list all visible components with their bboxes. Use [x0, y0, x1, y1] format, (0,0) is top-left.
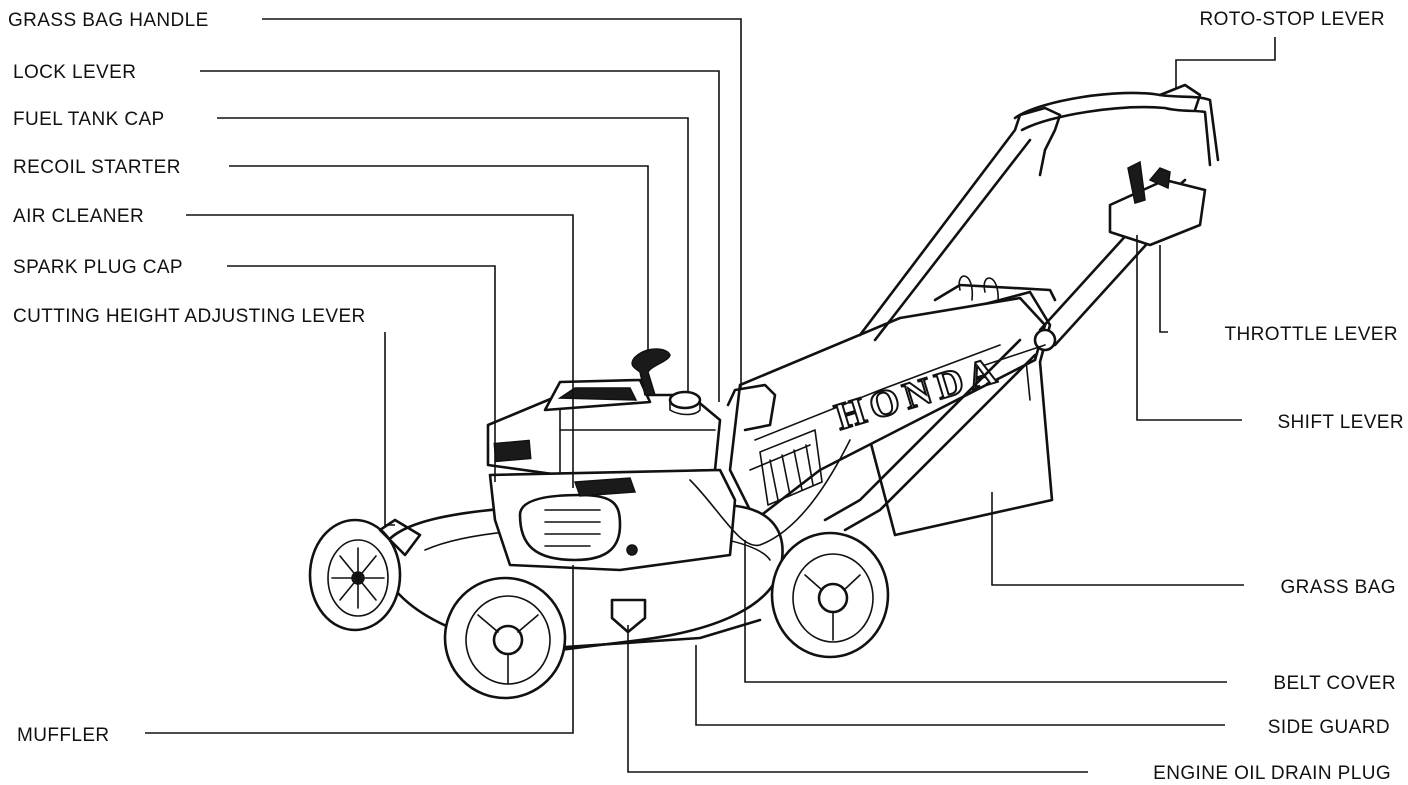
- handle-assembly: [823, 83, 1220, 532]
- leader-belt-cover: [744, 540, 1227, 683]
- leader-oil-drain-plug: [627, 625, 1088, 773]
- lawn-mower-illustration: HONDA: [308, 83, 1220, 700]
- bag-rails: [933, 275, 1057, 303]
- leader-side-guard: [695, 645, 1225, 726]
- leader-fuel-tank-cap: [217, 117, 689, 393]
- fuel-cap: [668, 390, 702, 410]
- leader-recoil-starter: [229, 165, 649, 352]
- label-grass-bag-handle: GRASS BAG HANDLE: [8, 10, 209, 31]
- leader-lock-lever: [200, 70, 720, 402]
- height-adjuster: [378, 518, 422, 557]
- leader-shift-lever: [1136, 235, 1242, 421]
- recoil-starter-handle: [631, 348, 671, 396]
- front-right-wheel: [443, 576, 567, 700]
- label-lock-lever: LOCK LEVER: [13, 62, 136, 83]
- leader-throttle-lever: [1159, 245, 1168, 333]
- label-side-guard: SIDE GUARD: [1268, 717, 1390, 738]
- leader-grass-bag-handle: [262, 18, 742, 388]
- label-air-cleaner: AIR CLEANER: [13, 206, 144, 227]
- leader-air-cleaner: [186, 214, 574, 488]
- grass-bag-handle-loop: [726, 383, 777, 432]
- label-fuel-tank-cap: FUEL TANK CAP: [13, 109, 165, 130]
- label-belt-cover: BELT COVER: [1273, 673, 1396, 694]
- vent-grille: [759, 429, 823, 506]
- label-grass-bag: GRASS BAG: [1280, 577, 1396, 598]
- label-spark-plug-cap: SPARK PLUG CAP: [13, 257, 183, 278]
- engine: [486, 348, 737, 572]
- rear-wheel: [770, 531, 890, 659]
- label-engine-oil-drain-plug: ENGINE OIL DRAIN PLUG: [1153, 763, 1391, 784]
- label-roto-stop-lever: ROTO-STOP LEVER: [1200, 9, 1386, 30]
- leader-muffler: [145, 565, 574, 734]
- leader-cutting-height: [384, 332, 395, 526]
- label-shift-lever: SHIFT LEVER: [1277, 412, 1404, 433]
- label-throttle-lever: THROTTLE LEVER: [1225, 324, 1398, 345]
- leader-grass-bag: [991, 492, 1244, 586]
- front-left-wheel: [308, 518, 402, 632]
- muffler-body: [518, 493, 622, 562]
- drain-plug-shield: [610, 598, 647, 634]
- control-box: [1108, 178, 1207, 247]
- label-recoil-starter: RECOIL STARTER: [13, 157, 181, 178]
- label-muffler: MUFFLER: [17, 725, 110, 746]
- leader-lines: [145, 18, 1276, 773]
- control-cable: [689, 439, 851, 547]
- leader-spark-plug-cap: [227, 265, 496, 482]
- label-cutting-height-adjusting-lever: CUTTING HEIGHT ADJUSTING LEVER: [13, 306, 366, 327]
- part-labels: GRASS BAG HANDLE LOCK LEVER FUEL TANK CA…: [8, 9, 1404, 784]
- leader-roto-stop-lever: [1175, 37, 1276, 88]
